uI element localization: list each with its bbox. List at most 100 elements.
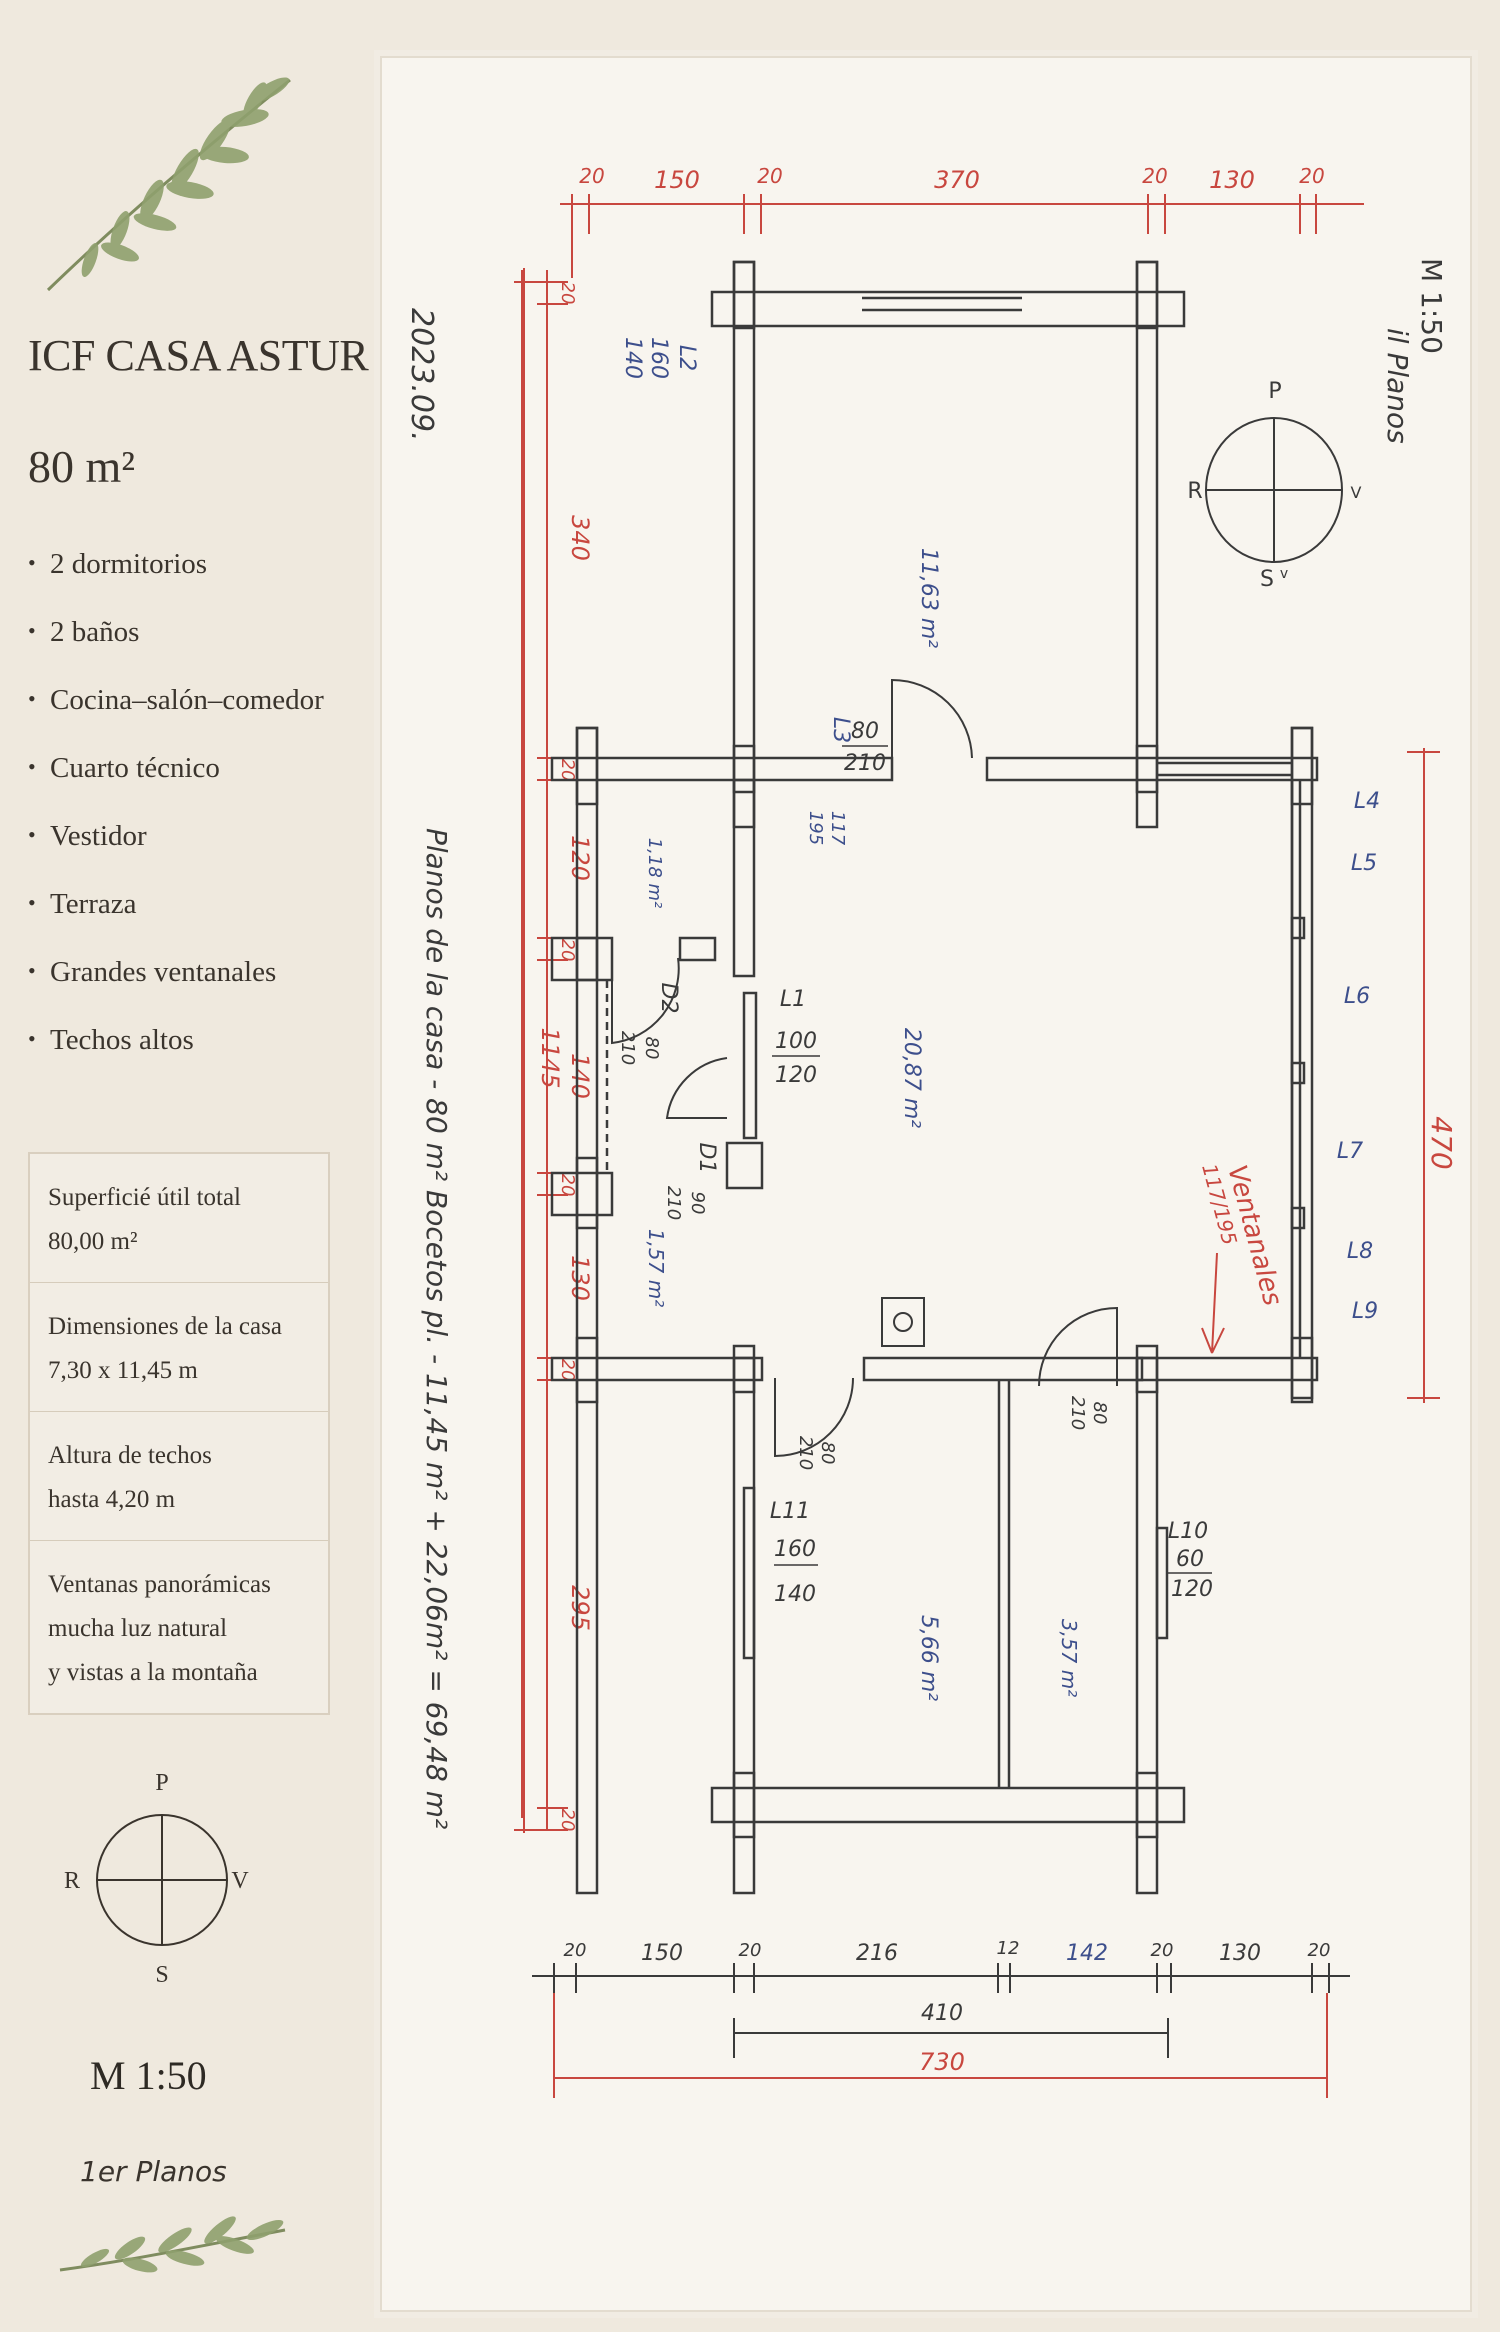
spec-value: 7,30 x 11,45 m [48,1357,198,1384]
window-L6: L6 [1344,984,1370,1009]
feature-item: •Techos altos [28,1024,194,1056]
bottom-dimension-line [532,1963,1350,2058]
spec-value: 80,00 m² [48,1228,138,1255]
top-dim-label: 20 [579,164,604,188]
left-dim-label: 20 [557,1359,578,1382]
feature-item: •Cocina–salón–comedor [28,684,324,716]
window-L1-w: 100 [775,1029,817,1054]
feature-item: •Terraza [28,888,137,920]
wall-posts [575,260,1314,1839]
door-tech-h: 210 [1067,1396,1088,1430]
sidebar: ICF CASA ASTUR 80 m² •2 dormitorios •2 b… [0,0,369,2332]
spec-label: Altura de techos [48,1442,212,1469]
window-L5: L5 [1351,851,1377,876]
window-L8: L8 [1347,1239,1373,1264]
spec-box: Superficié útil total 80,00 m² Dimension… [28,1152,330,1715]
door-bath-w: 80 [817,1442,838,1465]
right-dim-label: 470 [1425,1116,1458,1169]
top-dimension-line [560,194,1364,278]
bottom-dim-label: 20 [1151,1940,1174,1961]
bottom-dim-label: 12 [997,1938,1020,1959]
left-dim-label: 120 [566,835,594,881]
left-dim-label: 130 [566,1255,594,1301]
window-L2-h: 140 [620,337,645,379]
window-L3-h: 195 [805,811,826,845]
project-title: ICF CASA ASTUR [28,331,369,380]
feature-item: •2 baños [28,616,140,648]
window-L2-name: L2 [674,345,699,371]
project-area: 80 m² [28,441,136,492]
drawing-scale-note: M 1:50 [1415,258,1448,354]
window-L11-h: 140 [774,1582,816,1607]
feature-list: •2 dormitorios •2 baños •Cocina–salón–co… [28,548,324,1092]
window-L10-w: 60 [1176,1547,1204,1572]
window-L11-name: L11 [770,1499,810,1524]
compass-e: V [231,1868,249,1894]
left-dim-label: 20 [557,759,578,782]
window-L1-h: 120 [775,1063,817,1088]
left-dim-label: 340 [566,515,594,561]
spec-value: mucha luz natural [48,1615,228,1642]
door-D2-h: 210 [617,1031,638,1065]
window-L3-w: 117 [827,811,848,846]
room-area-bedroom-top: 11,63 m² [916,548,941,648]
olive-branch-top-icon [46,77,291,292]
bottom-dim-label: 20 [564,1940,587,1961]
right-dimension-line [1407,748,1440,1403]
drawing-date: 2023.09. [404,308,439,442]
spec-label: Ventanas panorámicas [48,1571,271,1598]
room-area-living: 20,87 m² [899,1028,924,1128]
window-L9: L9 [1352,1299,1378,1324]
compass-n: P [155,1770,168,1796]
door-D2-name: D2 [656,983,681,1014]
spec-row: Superficié útil total 80,00 m² [30,1154,328,1283]
drawing-compass-w: R [1187,479,1202,504]
feature-item: •Grandes ventanales [28,956,277,988]
drawing-compass-e: V [1351,483,1362,502]
bottom-dim-label: 20 [1308,1940,1331,1961]
door-main-w: 80 [851,719,879,744]
door-swings [611,678,1118,1458]
drawing-compass-n: P [1268,379,1281,404]
bottom-dim-label: 20 [739,1940,762,1961]
top-dim-label: 370 [934,166,980,194]
window-L11-w: 160 [774,1537,816,1562]
door-D2-w: 80 [641,1037,662,1060]
scale-label: M 1:50 [90,2053,207,2098]
room-area-vestidor: 1,18 m² [644,838,665,909]
drawing-compass-v: v [1280,566,1288,582]
window-L10-h: 120 [1171,1577,1213,1602]
bottom-total: 730 [919,2048,965,2076]
stove-icon [881,1297,925,1347]
left-dim-label: 20 [557,939,578,962]
door-D1-name: D1 [694,1143,719,1174]
door-bath-h: 210 [795,1436,816,1470]
compass-w: R [64,1868,80,1894]
drawing-compass-s: S [1260,567,1274,592]
drawing-compass-icon [1205,417,1343,563]
drawing-caption: Planos de la casa - 80 m² Bocetos pl. - … [420,828,453,1829]
compass-s: S [155,1962,168,1988]
left-dim-label: 295 [566,1585,594,1631]
drawing-sheet: 20 150 20 370 20 130 20 [380,56,1472,2312]
plan-note: 1er Planos [80,2155,227,2188]
window-L2-w: 160 [646,337,671,379]
door-D1-w: 90 [687,1192,708,1215]
window-L4: L4 [1354,789,1380,814]
window-L10-name: L10 [1168,1519,1208,1544]
spec-row: Ventanas panorámicas mucha luz natural y… [30,1541,328,1713]
left-total-label: 1145 [536,1027,564,1088]
window-L1-name: L1 [780,987,806,1012]
spec-row: Dimensiones de la casa 7,30 x 11,45 m [30,1283,328,1412]
bottom-dim-label: 130 [1219,1941,1261,1966]
top-dim-label: 20 [757,164,782,188]
left-dim-label: 20 [557,282,578,305]
feature-item: •Vestidor [28,820,147,852]
spec-value: hasta 4,20 m [48,1486,176,1513]
left-dim-label: 140 [566,1053,594,1099]
window-L3-name: L3 [828,717,853,743]
feature-item: •2 dormitorios [28,548,208,580]
spec-label: Superficié útil total [48,1184,242,1211]
room-area-bath-small: 1,57 m² [644,1229,668,1307]
